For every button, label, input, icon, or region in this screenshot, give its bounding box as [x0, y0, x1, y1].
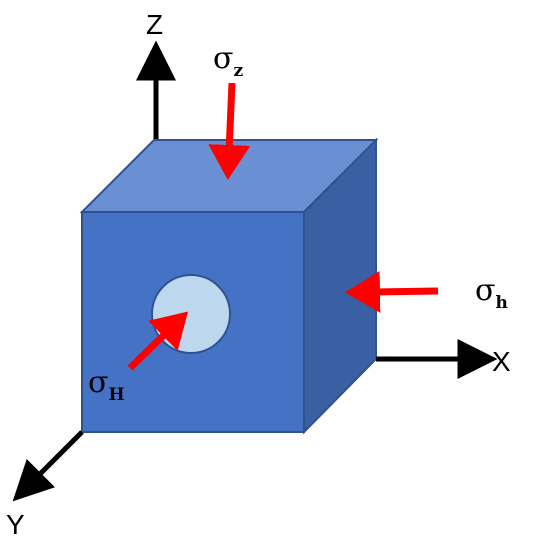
- y-axis-label: Y: [6, 509, 25, 540]
- y-axis-line: [12, 430, 84, 502]
- sigma-h-label: σh: [475, 273, 508, 313]
- z-axis-label: Z: [146, 9, 163, 40]
- sigma-H-arrow: [127, 311, 189, 371]
- sigma-h-symbol: σ: [475, 273, 495, 308]
- sigma-H-label: σH: [88, 365, 125, 405]
- sigma-z-subscript: z: [233, 61, 243, 81]
- sigma-H-subscript: H: [108, 385, 124, 405]
- sigma-z-label: σz: [213, 41, 243, 81]
- x-axis-label: X: [492, 346, 511, 377]
- sigma-z-symbol: σ: [213, 41, 233, 76]
- sigma-h-subscript: h: [495, 293, 507, 313]
- sigma-h-arrow: [345, 270, 439, 313]
- sigma-z-arrow: [208, 82, 251, 180]
- sigma-H-symbol: σ: [88, 365, 108, 400]
- borehole-circle: [151, 274, 231, 354]
